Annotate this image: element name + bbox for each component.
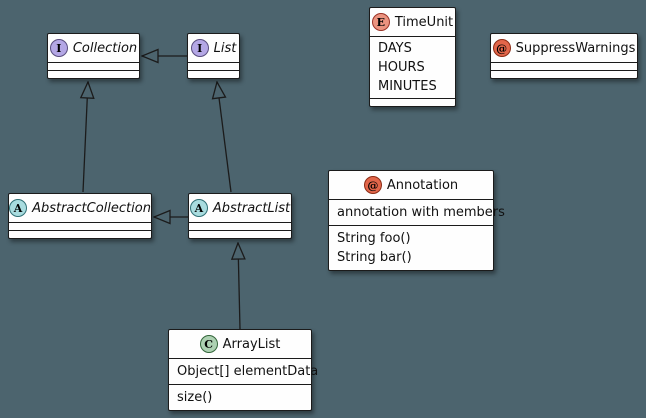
fields-compartment [491, 62, 637, 70]
methods-compartment [9, 230, 151, 238]
methods-compartment [48, 70, 139, 78]
field-item: annotation with members [337, 205, 505, 220]
methods-compartment [370, 98, 455, 106]
class-title: @ Annotation [329, 171, 493, 199]
class-title: E TimeUnit [370, 8, 455, 36]
class-box-arraylist: C ArrayList Object[] elementData size() [168, 329, 319, 411]
enum-spot-icon: E [371, 13, 390, 31]
class-box-collection: I Collection [47, 33, 140, 79]
methods-compartment: String foo() String bar() [329, 225, 493, 270]
annotation-spot-icon: @ [363, 176, 382, 194]
class-box-suppresswarnings: @ SuppressWarnings [490, 33, 638, 79]
edge-abstractlist-implements-list [217, 82, 232, 193]
methods-compartment [188, 70, 239, 78]
edge-abstractcollection-implements-collection [83, 82, 88, 193]
class-spot-icon: C [199, 335, 218, 353]
class-name: Collection [72, 40, 138, 56]
edge-arraylist-extends-abstractlist [238, 243, 240, 330]
fields-compartment: Object[] elementData [169, 358, 319, 384]
class-name: Annotation [386, 177, 459, 193]
class-box-list: I List [187, 33, 240, 79]
class-name: List [213, 40, 237, 56]
abstract-spot-icon: A [189, 199, 208, 217]
class-box-abstractlist: A AbstractList [188, 193, 292, 239]
class-name: ArrayList [222, 336, 281, 352]
methods-compartment: size() [169, 384, 311, 410]
enum-value: DAYS [378, 41, 412, 56]
method-item: String bar() [337, 250, 412, 265]
method-item: size() [177, 390, 213, 405]
fields-compartment: annotation with members [329, 199, 505, 225]
class-title: A AbstractList [189, 194, 291, 222]
enum-value: HOURS [378, 60, 425, 75]
class-title: I List [188, 34, 239, 62]
enum-value: MINUTES [378, 79, 437, 94]
annotation-spot-icon: @ [492, 39, 511, 57]
class-box-annotation: @ Annotation annotation with members Str… [328, 170, 505, 271]
class-name: AbstractCollection [32, 200, 151, 216]
field-item: Object[] elementData [177, 364, 319, 379]
abstract-spot-icon: A [9, 199, 28, 217]
class-name: TimeUnit [394, 14, 454, 30]
fields-compartment [189, 222, 291, 230]
methods-compartment [189, 230, 291, 238]
interface-spot-icon: I [190, 39, 209, 57]
enum-values-compartment: DAYS HOURS MINUTES [370, 36, 455, 98]
methods-compartment [491, 70, 637, 78]
class-name: SuppressWarnings [515, 40, 636, 56]
fields-compartment [9, 222, 151, 230]
class-title: @ SuppressWarnings [491, 34, 637, 62]
interface-spot-icon: I [49, 39, 68, 57]
class-title: I Collection [48, 34, 139, 62]
fields-compartment [188, 62, 239, 70]
class-box-timeunit: E TimeUnit DAYS HOURS MINUTES [369, 7, 456, 107]
class-title: A AbstractCollection [9, 194, 151, 222]
class-box-abstractcollection: A AbstractCollection [8, 193, 152, 239]
method-item: String foo() [337, 231, 411, 246]
class-title: C ArrayList [169, 330, 311, 358]
fields-compartment [48, 62, 139, 70]
class-name: AbstractList [212, 200, 291, 216]
